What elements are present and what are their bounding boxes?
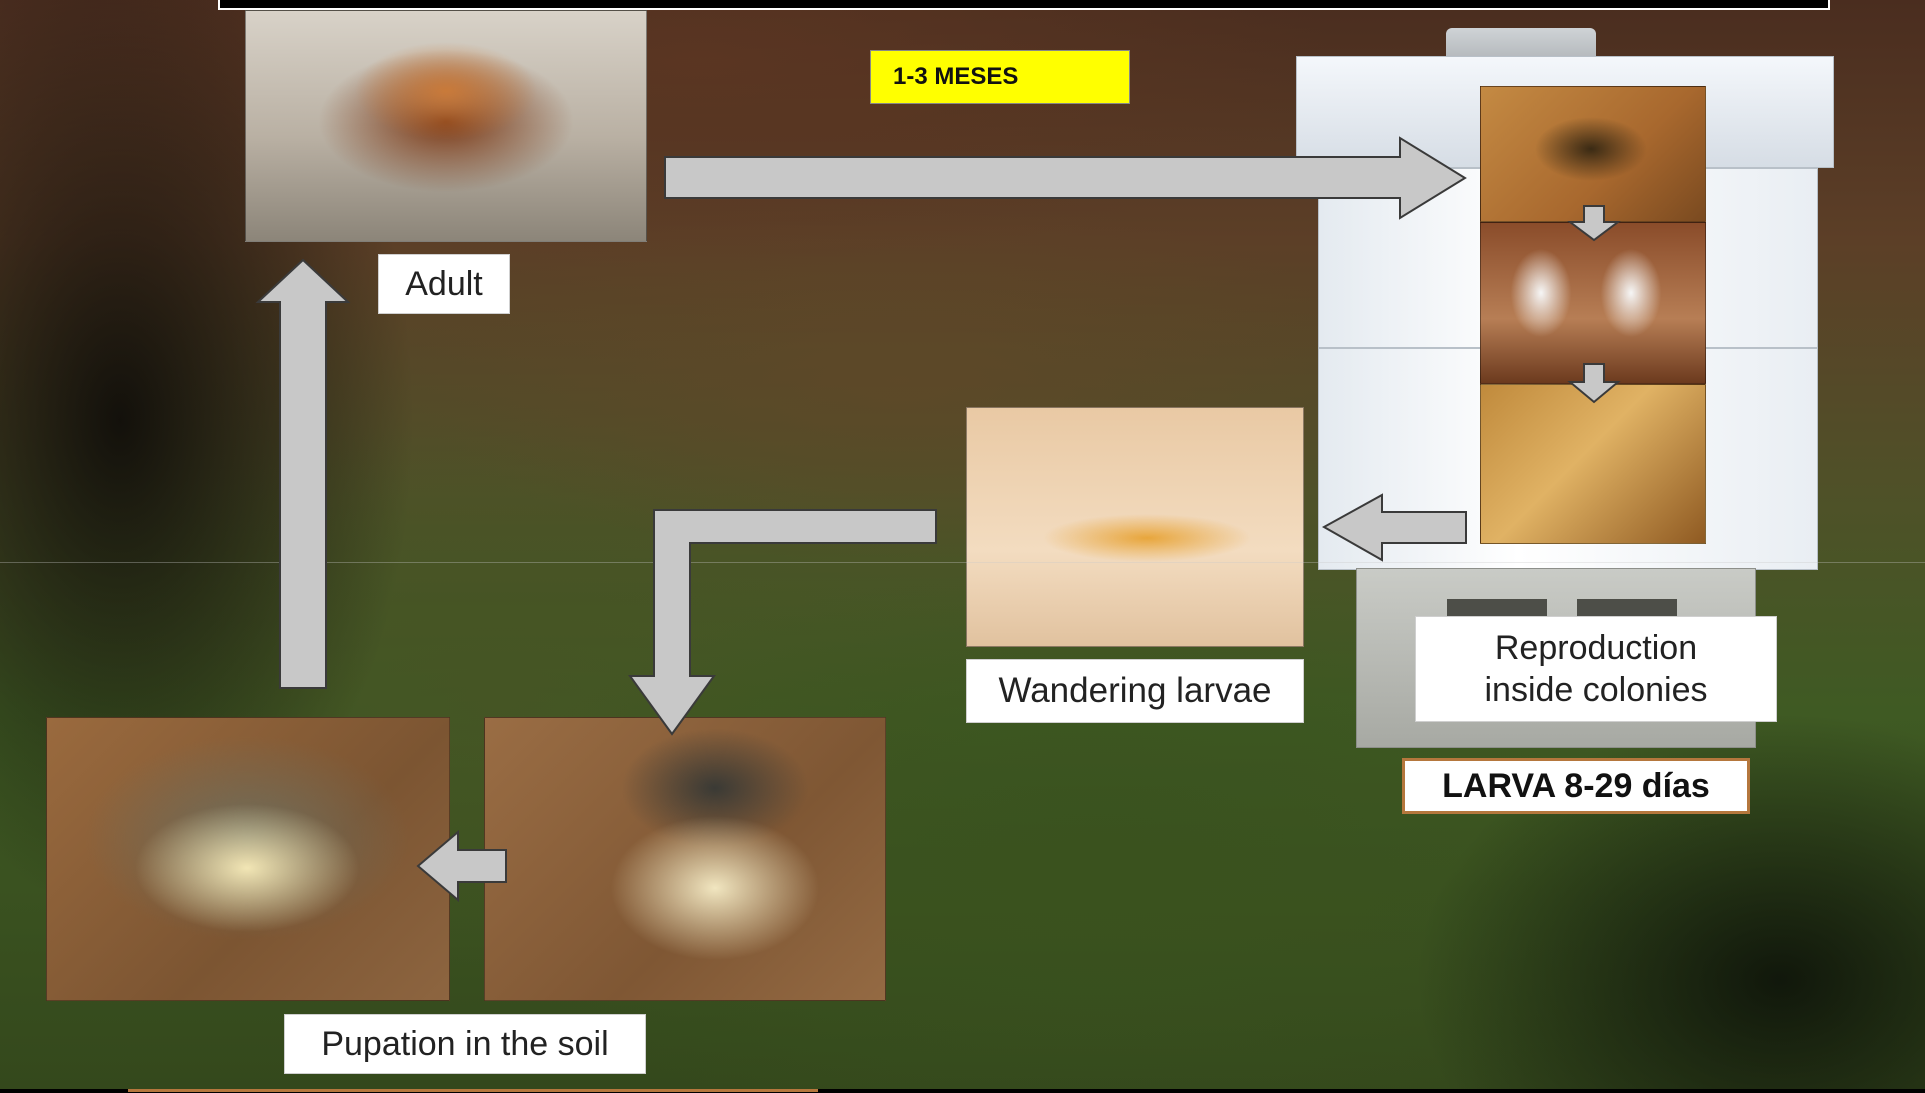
prepupa-photo-right (484, 717, 886, 1001)
beetle-in-hive-photo (1480, 86, 1706, 222)
label-reproduction: Reproduction inside colonies (1415, 616, 1777, 722)
larvae-in-comb-photo (1480, 222, 1706, 384)
wandering-larva-photo (966, 407, 1304, 647)
arrow-larva-to-soil (630, 510, 936, 734)
top-border-bar (218, 0, 1830, 10)
damaged-comb-photo (1480, 384, 1706, 544)
label-pupation: Pupation in the soil (284, 1014, 646, 1074)
bottom-accent-line (128, 1089, 818, 1092)
horizontal-divider-line (0, 562, 1925, 563)
label-adult: Adult (378, 254, 510, 314)
label-reproduction-line2: inside colonies (1484, 669, 1707, 712)
label-duration-adult: 1-3 MESES (870, 50, 1130, 104)
label-wandering-larvae: Wandering larvae (966, 659, 1304, 723)
label-duration-larva: LARVA 8-29 días (1402, 758, 1750, 814)
pupa-photo-left (46, 717, 450, 1001)
arrow-pupa-to-adult (258, 260, 348, 688)
label-reproduction-line1: Reproduction (1484, 627, 1707, 670)
adult-beetle-photo (245, 10, 647, 242)
